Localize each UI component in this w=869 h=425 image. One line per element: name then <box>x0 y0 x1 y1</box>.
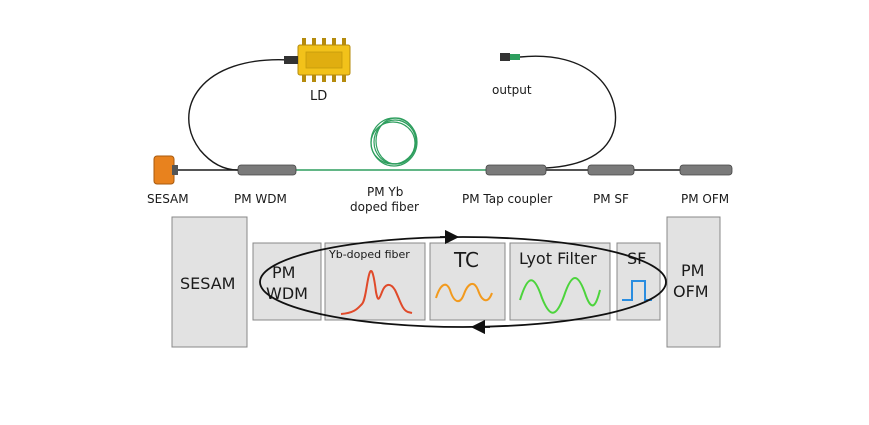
tc-curve <box>435 282 493 302</box>
box-wdm-label-1: PM <box>272 263 295 282</box>
pm-wdm-label: PM WDM <box>234 192 287 206</box>
ld-label: LD <box>310 89 327 104</box>
box-sesam-label: SESAM <box>180 274 235 293</box>
pm-ofm-label: PM OFM <box>681 192 729 206</box>
yb-gain-curve <box>340 270 413 315</box>
box-lyot-label: Lyot Filter <box>519 249 597 268</box>
box-wdm-label-2: WDM <box>266 284 308 303</box>
box-ofm-label-2: OFM <box>673 282 709 301</box>
ld-package <box>284 38 351 82</box>
box-tc <box>429 242 506 321</box>
ld-pump-fiber <box>188 59 291 171</box>
box-yb-label: Yb-doped fiber <box>328 248 410 261</box>
box-ofm-label-1: PM <box>681 261 704 280</box>
pm-yb-label-1: PM Yb <box>367 185 403 199</box>
output-label: output <box>492 83 532 97</box>
pm-tap-coupler-label: PM Tap coupler <box>462 192 552 206</box>
cavity-loop <box>259 236 667 328</box>
box-pm-wdm <box>252 242 322 321</box>
box-pm-ofm <box>666 216 721 348</box>
box-sesam <box>171 216 248 348</box>
pm-tap-coupler-component <box>485 164 547 176</box>
pm-yb-label-2: doped fiber <box>350 200 419 214</box>
pm-ofm-component <box>679 164 733 176</box>
box-yb-fiber <box>324 242 426 321</box>
lyot-curve <box>519 277 601 314</box>
pm-wdm-component <box>237 164 297 176</box>
sesam-component <box>153 155 178 185</box>
output-fiber <box>519 55 617 169</box>
yb-fiber-coil <box>370 117 418 167</box>
sf-curve <box>622 280 652 301</box>
pm-sf-label: PM SF <box>593 192 629 206</box>
box-tc-label: TC <box>453 248 479 272</box>
pm-sf-component <box>587 164 635 176</box>
output-connector <box>500 53 520 61</box>
sesam-label: SESAM <box>147 192 189 206</box>
